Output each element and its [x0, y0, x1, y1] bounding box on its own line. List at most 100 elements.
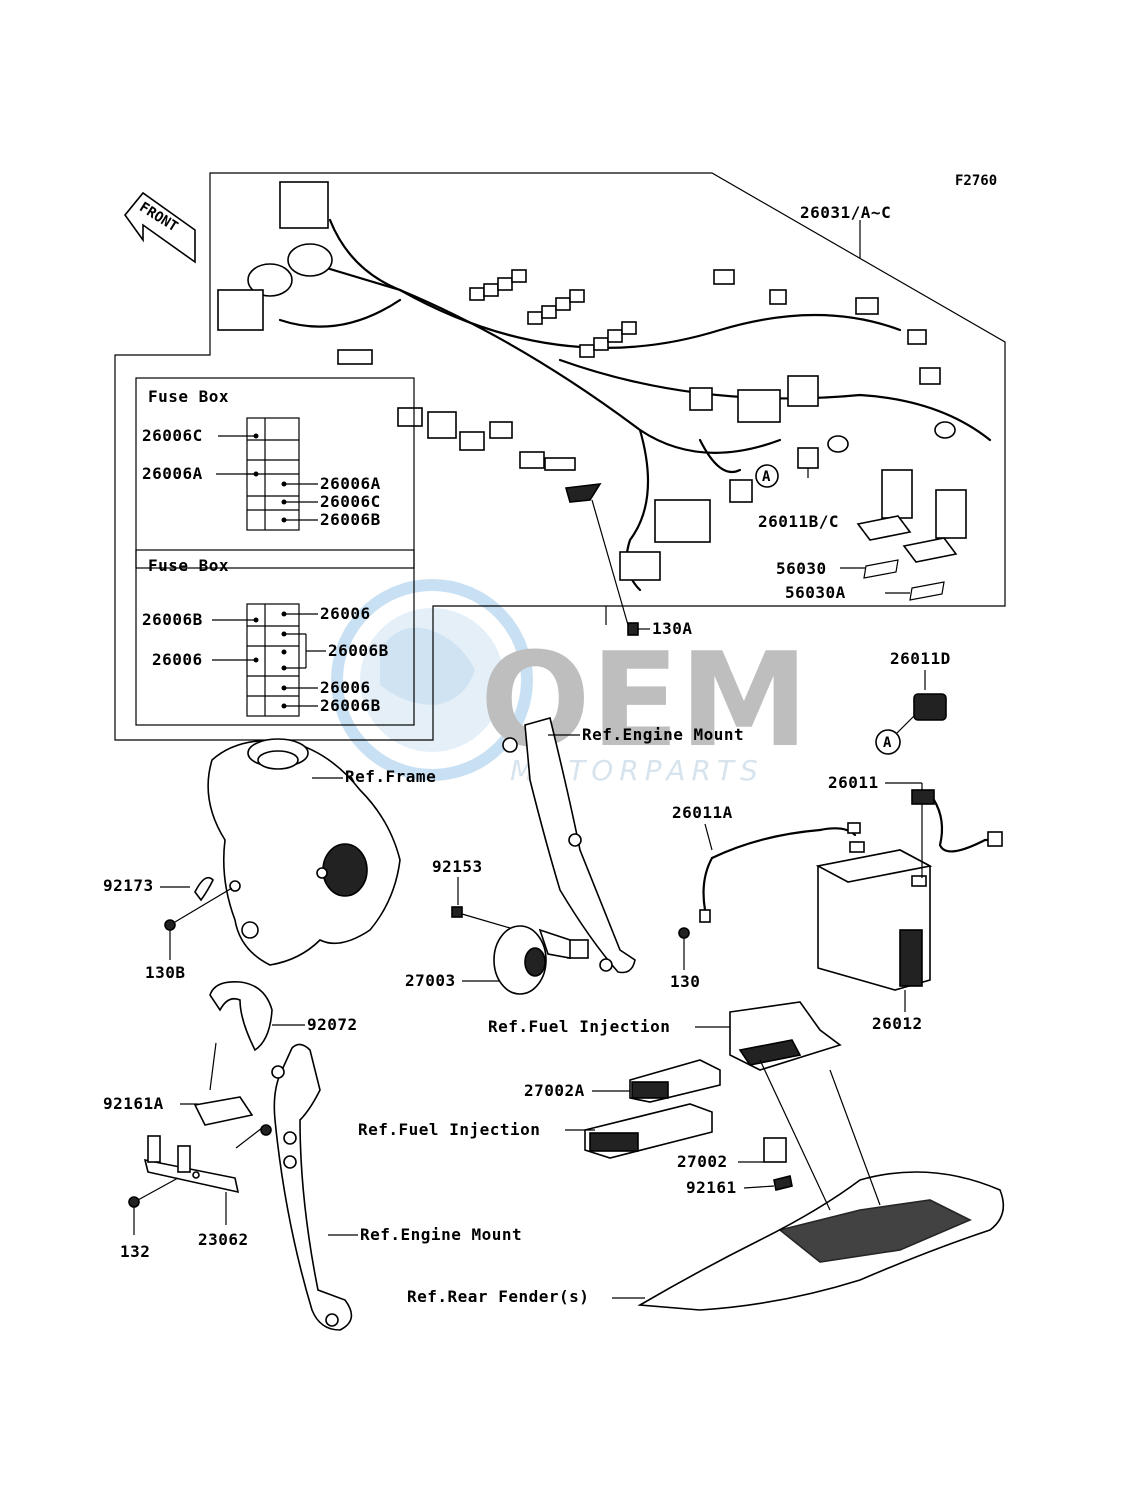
ref-a-marker-icon: [875, 729, 901, 755]
fuse-cover-icon: [902, 537, 958, 563]
label-92173: 92173: [103, 876, 154, 895]
label-27002a: 27002A: [524, 1081, 585, 1100]
battery-26012-icon: [815, 841, 933, 991]
front-arrow-icon: FRONT: [123, 191, 196, 264]
connector-icon: [713, 269, 735, 285]
fuse-box-1-right-label: 26006C: [320, 492, 381, 511]
relay-27002-icon: [763, 1137, 787, 1163]
connector-icon: [787, 375, 819, 407]
harness-main-label: 26031/A~C: [800, 203, 891, 222]
horn-27003-icon: [493, 925, 571, 995]
cover-shape-icon: [909, 581, 945, 601]
harness-bolt-label: 130A: [652, 619, 693, 638]
label-92072: 92072: [307, 1015, 358, 1034]
rear-fender: [637, 1059, 1005, 1311]
ref-fuel-injection-2: Ref.Fuel Injection: [358, 1120, 540, 1139]
connector-26011d-icon: [913, 693, 947, 721]
label-23062: 23062: [198, 1230, 249, 1249]
connector-icon: [519, 451, 545, 469]
harness-outline: [114, 172, 1006, 741]
engine-mount-upper: [502, 717, 636, 974]
label-26011a: 26011A: [672, 803, 733, 822]
fuse-box-2-left-label: 26006B: [142, 610, 203, 629]
connector-round-icon: [247, 263, 293, 297]
label-92153: 92153: [432, 857, 483, 876]
label-26011: 26011: [828, 773, 879, 792]
connector-icon: [934, 421, 956, 439]
engine-mount-lower: [271, 1043, 353, 1331]
fuse-box-2-right-label: 26006: [320, 604, 371, 623]
fuse-cover-icon: [856, 515, 912, 541]
ref-frame: Ref.Frame: [345, 767, 436, 786]
harness-connector-label: 26011B/C: [758, 512, 839, 531]
fuse-box-1: Fuse Box 26006C 26006A 26006A 26006C 260…: [135, 377, 415, 569]
fuse-box-2-right-label: 26006B: [328, 641, 389, 660]
frame-part: [207, 738, 401, 966]
connector-icon: [459, 431, 485, 451]
connector-icon: [337, 349, 373, 365]
watermark: OEM MOTORPARTS: [331, 579, 809, 787]
connector-block-icon: [279, 181, 329, 229]
harness-ref-marker: A: [762, 469, 771, 485]
ref-engine-mount-1: Ref.Engine Mount: [582, 725, 744, 744]
label-26012: 26012: [872, 1014, 923, 1033]
connector-26011d: 26011D A: [875, 649, 950, 755]
label-132: 132: [120, 1242, 150, 1261]
connector-icon: [855, 297, 879, 315]
connector-icon: [907, 329, 927, 345]
bracket-23062-icon: [143, 1135, 240, 1194]
clip-92173-icon: [194, 876, 214, 902]
bolt-130b-icon: [164, 919, 176, 931]
fuel-injection-bracket: [729, 1001, 842, 1071]
relay-box-icon: [737, 389, 781, 423]
ref-a-marker-icon: [755, 464, 779, 488]
connector-icon: [689, 387, 713, 411]
pad-92161a-icon: [193, 1096, 254, 1126]
fuse-box-1-left-label: 26006A: [142, 464, 203, 483]
figure-code: F2760: [955, 173, 997, 189]
cable-26011-icon: [911, 789, 1003, 853]
clamp-icon: [564, 483, 602, 503]
cable-26011a-icon: [710, 827, 857, 860]
bolt-130a-icon: [627, 622, 639, 636]
connector-icon: [397, 407, 423, 427]
pad-92161-icon: [773, 1175, 793, 1191]
fuse-box-1-right-label: 26006A: [320, 474, 381, 493]
wiring-harness: A: [217, 181, 992, 636]
label-27003: 27003: [405, 971, 456, 990]
fuse-box-2-right-label: 26006: [320, 678, 371, 697]
connector-icon: [427, 411, 457, 439]
harness-cover-label-b: 56030A: [785, 583, 846, 602]
ecu-unit-icon: [584, 1103, 713, 1159]
band-92072-icon: [209, 980, 273, 1052]
ref-fuel-injection-1: Ref.Fuel Injection: [488, 1017, 670, 1036]
ref-engine-mount-2: Ref.Engine Mount: [360, 1225, 522, 1244]
ref-rear-fender: Ref.Rear Fender(s): [407, 1287, 589, 1306]
label-130: 130: [670, 972, 700, 991]
fuse-block-icon: [881, 469, 913, 519]
ecu-27002a-icon: [629, 1059, 721, 1103]
connector-icon: [769, 289, 787, 305]
connector-icon: [729, 479, 753, 503]
fuse-box-2-right-label: 26006B: [320, 696, 381, 715]
fuse-box-1-right-label: 26006B: [320, 510, 381, 529]
bolt-130-icon: [678, 927, 690, 939]
connector-icon: [489, 421, 513, 439]
fuse-box-1-left-label: 26006C: [142, 426, 203, 445]
label-27002: 27002: [677, 1152, 728, 1171]
nut-icon: [260, 1124, 272, 1136]
connector-icon: [544, 457, 576, 471]
bolt-132-icon: [128, 1196, 140, 1208]
fuse-box-1-title: Fuse Box: [148, 387, 229, 406]
nut-92153-icon: [451, 906, 463, 918]
connector-icon: [827, 435, 849, 453]
connector-26011bc-icon: [797, 447, 819, 469]
fuse-box-2-title: Fuse Box: [148, 556, 229, 575]
connector-block-icon: [217, 289, 264, 331]
ecu-connector-icon: [654, 499, 711, 543]
plug-cluster-icon: [469, 269, 637, 358]
label-92161a: 92161A: [103, 1094, 164, 1113]
cover-shape-icon: [863, 559, 899, 579]
connector-round-icon: [287, 243, 333, 277]
